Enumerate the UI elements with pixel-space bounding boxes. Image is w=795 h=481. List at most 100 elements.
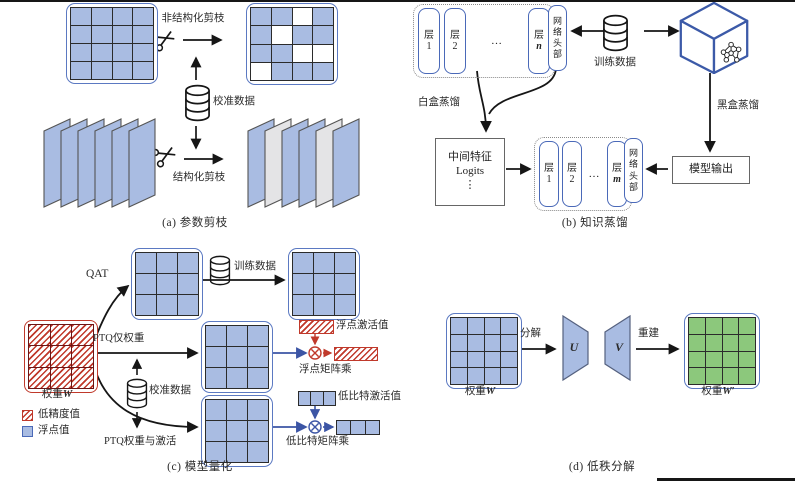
matrix-cell-filled [739,368,755,384]
matrix-cell-filled [705,368,722,384]
matrix-cell-pruned [251,62,271,80]
top-edge-line [0,0,795,2]
pruned-weight-matrix [246,3,338,85]
matrix-cell-filled [112,44,133,61]
matrix-cell-filled [71,62,91,79]
ptq-weight-matrix [201,321,273,393]
matrix-cell-filled [722,334,739,351]
matrix-cell-filled [314,274,334,294]
matrix-cell-filled [689,351,705,368]
matrix-cell-filled [133,8,153,25]
matrix-cell-filled [739,351,755,368]
matrix-cell-filled [29,325,50,346]
layer-stack-before [43,118,156,208]
matrix-cell-filled [50,325,72,346]
matrix-cell-filled [292,62,313,80]
layer-sheet [247,118,275,208]
matrix-cell-filled [451,368,467,384]
matrix-cell-filled [29,367,50,388]
whitebox-distill-label: 白盒蒸馏 [418,97,460,108]
caption-a: (a) 参数剪枝 [162,217,228,229]
lowbit-activation-bar [298,391,336,406]
low-precision-weight-matrix [24,320,98,393]
matrix-cell-pruned [292,8,313,26]
structured-pruning-label: 结构化剪枝 [172,172,226,183]
blackbox-model-cube-icon [679,1,749,74]
matrix-cell-filled [365,421,379,434]
matrix-cell-filled [501,351,517,368]
matrix-cell-filled [91,62,112,79]
matrix-cell-filled [271,62,292,80]
matrix-cell-filled [722,351,739,368]
reconstruct-label: 重建 [638,328,659,339]
reconstructed-weight-matrix [684,313,760,389]
dense-weight-matrix [66,3,158,84]
matrix-cell-filled [689,368,705,384]
matrix-cell-filled [314,295,334,315]
matrix-cell-filled [293,295,313,315]
matrix-cell-filled [293,253,313,273]
matrix-cell-filled [501,318,517,334]
qat-matrix-2 [288,248,360,320]
matrix-cell-filled [206,347,226,367]
calibration-data-label-c: 校准数据 [149,385,191,396]
matrix-cell-filled [112,62,133,79]
matrix-cell-filled [71,44,91,61]
database-icon-calibration-c [126,378,148,409]
caption-d: (d) 低秩分解 [568,461,636,473]
calibration-data-label-a: 校准数据 [213,96,255,107]
matrix-cell-filled [251,44,271,62]
ptq-weight-act-label: PTQ权重与激活 [104,436,177,447]
ptq-weight-act-matrix [201,395,273,467]
matrix-cell-filled [335,295,355,315]
matrix-cell-filled [71,8,91,25]
matrix-cell-filled [72,367,93,388]
matrix-cell-filled [136,253,156,273]
database-icon-train-c [209,255,231,286]
matrix-cell-filled [484,351,501,368]
matrix-cell-filled [206,421,226,441]
unstructured-pruning-label: 非结构化剪枝 [161,13,225,24]
v-factor-label: V [614,340,623,354]
matrix-cell-filled [50,367,72,388]
database-icon-train-b [603,14,628,52]
bottom-edge-line [657,478,795,481]
matrix-cell-filled [451,318,467,334]
pruned-layer-sheet [315,118,343,208]
matrix-cell-filled [178,274,198,294]
matrix-cell-filled [313,26,333,44]
matrix-cell-filled [251,8,271,26]
matrix-cell-filled [227,347,247,367]
matrix-cell-filled [722,318,739,334]
lowbit-matmul-label: 低比特矩阵乘 [286,436,349,447]
matrix-cell-filled [467,318,484,334]
u-factor-label: U [569,340,579,354]
model-output-box: 模型输出 [672,156,750,184]
float-activation-label: 浮点激活值 [336,320,389,331]
matrix-cell-filled [484,368,501,384]
matrix-cell-filled [705,334,722,351]
matrix-cell-filled [313,8,333,26]
layer-sheet [111,118,139,208]
matrix-cell-filled [178,295,198,315]
matrix-cell-filled [206,400,226,420]
scissors-icon-structured [150,141,179,169]
weight-w-label-d: 权重W [464,386,496,397]
matrix-cell-filled [337,421,351,434]
weight-w-prime-label: 权重W′ [701,386,735,397]
matrix-cell-filled [467,334,484,351]
matrix-cell-filled [157,274,177,294]
matrix-cell-pruned [313,44,333,62]
matrix-cell-filled [91,26,112,43]
matrix-cell-filled [293,274,313,294]
matrix-cell-pruned [292,44,313,62]
matrix-cell-pruned [271,26,292,44]
float-activation-bar [299,320,334,334]
teacher-network-head: 网络头部 [548,5,567,71]
legend-low-precision-swatch [22,410,33,421]
matrix-cell-filled [484,318,501,334]
